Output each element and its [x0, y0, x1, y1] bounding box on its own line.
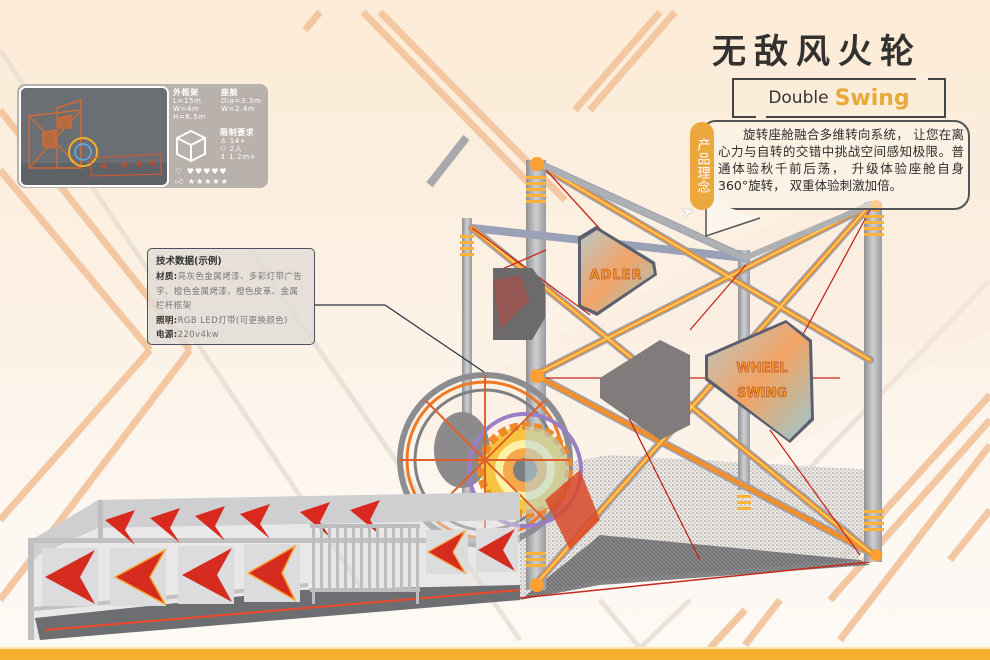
concept-tag: 产品理念	[690, 122, 714, 210]
subtitle-highlight: Swing	[834, 85, 910, 111]
thrill-rating: ♡ ♥♥♥♥♥	[175, 167, 228, 176]
safety-net	[519, 455, 875, 600]
entrance-fence	[28, 492, 521, 640]
grey-panel-1	[493, 268, 545, 340]
bubble-tail	[705, 200, 761, 238]
top-strip	[0, 0, 990, 12]
height-limit: 1.2m+	[229, 153, 257, 161]
frame-specs: 外框架 L=15m W=4m H=6.5m	[173, 88, 206, 122]
svg-text:ADLER: ADLER	[589, 268, 642, 283]
limits-label: 限制要求	[220, 128, 255, 137]
lighting-value: RGB LED灯带(可更换颜色)	[177, 315, 288, 326]
tech-leader-line	[315, 304, 485, 373]
dimension-cube-icon	[176, 129, 206, 163]
frame-height: H=6.5m	[173, 113, 206, 121]
recommend-rating: 👍︎ ★★★★★	[175, 177, 229, 187]
seat-width: W=2.4m	[221, 105, 256, 113]
riders-limit: 2人	[229, 145, 243, 153]
page-title: 无敌风火轮	[712, 32, 922, 72]
thrill-value: ♥♥♥♥♥	[186, 167, 228, 176]
frame-width: W=4m	[173, 105, 200, 113]
power-value: 220v4kw	[177, 330, 219, 340]
frame-label: 外框架	[173, 88, 199, 97]
heart-icon: ♡	[175, 167, 187, 176]
riders-icon: ⚇	[220, 145, 230, 153]
bottom-bar-highlight	[0, 647, 990, 649]
age-limit: 14+	[229, 137, 247, 145]
tech-material: 材质:亮灰色金属烤漆、多彩灯带广告字、橙色金属烤漆、橙色皮革、金属栏杆框架	[156, 270, 306, 314]
frame-gap	[916, 77, 928, 81]
frame-gap	[756, 115, 766, 119]
grey-panel-2	[600, 340, 690, 440]
height-icon: ⇕	[220, 153, 230, 161]
svg-text:SWING: SWING	[737, 386, 787, 401]
material-label: 材质:	[156, 272, 178, 282]
thumbs-up-icon: 👍︎	[175, 177, 188, 186]
tech-title: 技术数据(示例)	[156, 256, 222, 267]
tech-data-box: 技术数据(示例) 材质:亮灰色金属烤漆、多彩灯带广告字、橙色金属烤漆、橙色皮革、…	[147, 248, 315, 345]
subtitle-box: Double Swing	[732, 77, 946, 119]
svg-text:WHEEL: WHEEL	[736, 361, 787, 376]
sign-adler: ADLER	[578, 226, 657, 316]
seat-diameter: Dia=3.3m	[221, 97, 262, 105]
subtitle-prefix: Double	[768, 88, 829, 108]
tech-power: 电源:220v4kw	[156, 328, 306, 343]
render-thumbnail	[19, 86, 169, 187]
age-icon: ♙	[220, 137, 230, 145]
tech-lighting: 照明:RGB LED灯带(可更换颜色)	[156, 314, 306, 329]
concept-text: 旋转座舱融合多维转向系统， 让您在离心力与自转的交错中挑战空间感知极限。普通体验…	[718, 127, 964, 193]
material-value: 亮灰色金属烤漆、多彩灯带广告字、橙色金属烤漆、橙色皮革、金属栏杆框架	[156, 272, 303, 311]
bottom-bar	[0, 649, 990, 660]
power-label: 电源:	[156, 330, 178, 340]
limit-specs: 限制要求 ♙ 14+ ⚇ 2人 ⇕ 1.2m+	[220, 128, 257, 162]
sign-wheel-swing: WHEEL SWING	[705, 320, 814, 443]
lighting-label: 照明:	[156, 315, 178, 326]
recommend-value: ★★★★★	[187, 177, 229, 186]
seat-specs: 座舱 Dia=3.3m W=2.4m	[221, 88, 262, 114]
frame-length: L=15m	[173, 97, 202, 105]
seat-label: 座舱	[221, 88, 239, 97]
concept-bubble	[700, 120, 970, 210]
